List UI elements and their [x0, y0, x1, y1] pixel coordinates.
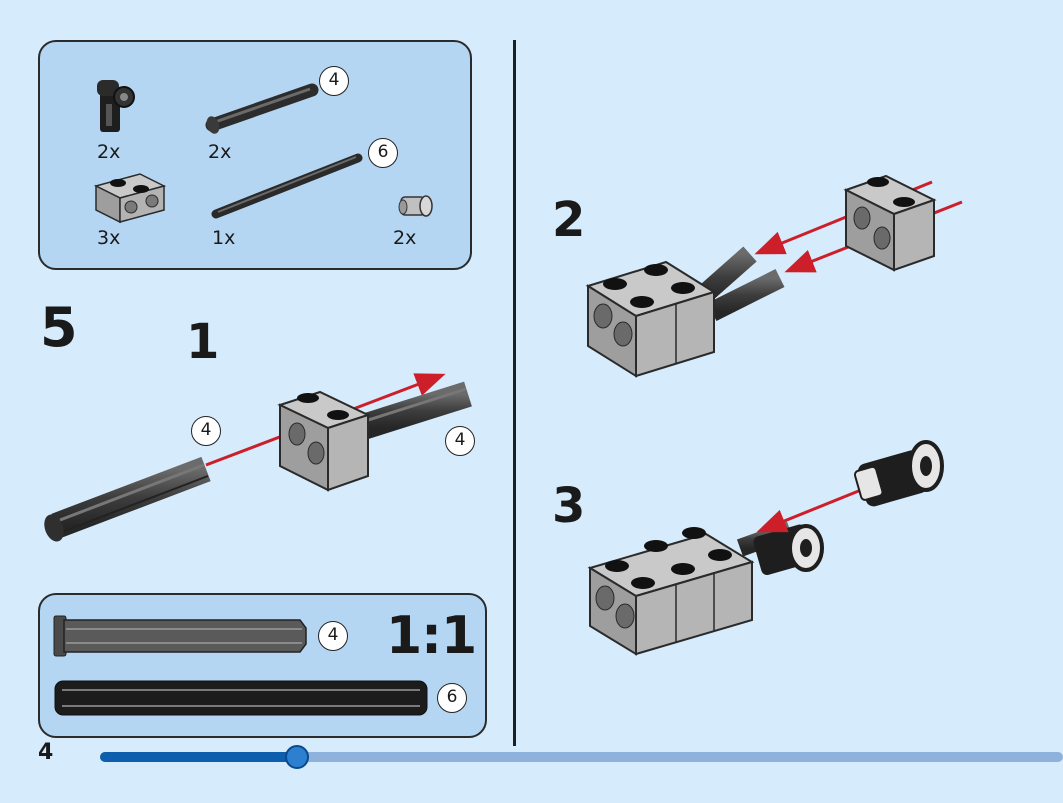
step1-axle-left: [44, 456, 211, 542]
substep-1-number: 1: [186, 314, 220, 370]
step2-brick-assembly: [585, 260, 717, 378]
scale-ratio: 1:1: [386, 606, 477, 666]
qty-axle-6: 1x: [212, 227, 236, 249]
qty-bushing: 2x: [393, 227, 417, 249]
brick-1x2-part-icon: [93, 173, 167, 224]
substep-2-number: 2: [552, 192, 586, 248]
axle-6-part-icon: [211, 153, 363, 219]
substep-3-number: 3: [552, 478, 586, 534]
bushing-part-icon: [398, 195, 433, 217]
step2-brick: [843, 174, 937, 272]
step3-connectors: [736, 521, 824, 576]
progress-track: [100, 745, 1063, 769]
progress-fill: [100, 752, 298, 762]
substep1-length-left: 4: [191, 416, 221, 446]
step1-axle-right: [356, 381, 472, 441]
progress-knob[interactable]: [285, 745, 310, 769]
scale-axle-6: [54, 680, 428, 716]
step3-brick-assembly: [587, 527, 755, 656]
scale-axle-4: [53, 615, 307, 657]
length-label-axle-4: 4: [319, 66, 349, 96]
connector-part-icon: [97, 80, 135, 132]
step1-brick: [277, 390, 371, 492]
scale-axle-6-label: 6: [437, 683, 467, 713]
scale-axle-4-label: 4: [318, 621, 348, 651]
step-number: 5: [40, 296, 78, 359]
qty-axle-4: 2x: [208, 141, 232, 163]
page-number: 4: [38, 740, 54, 765]
step3-arrow: [756, 486, 867, 533]
column-divider: [513, 40, 516, 746]
parts-list-panel: [38, 40, 472, 270]
length-label-axle-6: 6: [368, 138, 398, 168]
substep1-length-right: 4: [445, 426, 475, 456]
qty-brick-1x2: 3x: [97, 227, 121, 249]
qty-connector: 2x: [97, 141, 121, 163]
step3-connector-part: [853, 440, 944, 507]
axle-4-part-icon: [205, 83, 319, 134]
